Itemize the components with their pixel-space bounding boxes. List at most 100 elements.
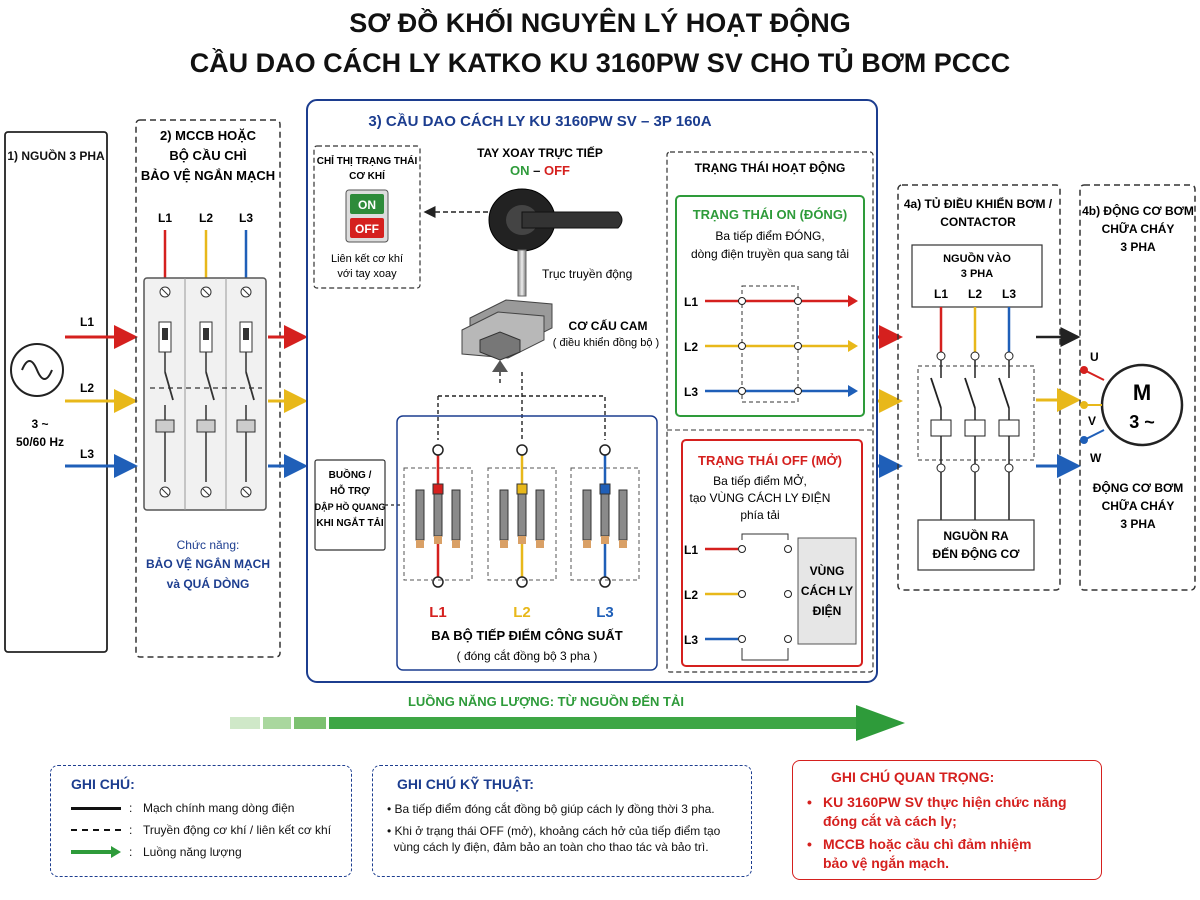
motor-title-1: 4b) ĐỘNG CƠ BƠM (1082, 203, 1194, 218)
state-off-desc-2: tạo VÙNG CÁCH LY ĐIỆN (690, 490, 831, 505)
state-off-title: TRẠNG THÁI OFF (MỞ) (698, 453, 842, 468)
indicator-off (350, 218, 384, 238)
terminal-v: V (1088, 414, 1096, 428)
motor-icon (1100, 363, 1184, 447)
mccb-pole-1 (155, 286, 175, 498)
mccb-title-1: 2) MCCB HOẶC (160, 128, 257, 143)
state-on-title: TRẠNG THÁI ON (ĐÓNG) (693, 207, 848, 222)
contactor-l3: L3 (1002, 287, 1016, 301)
indicator-note-2: với tay xoay (337, 268, 397, 280)
motor-m: M (1133, 380, 1151, 405)
mccb-l2: L2 (199, 211, 213, 225)
motor-caption-1: ĐỘNG CƠ BƠM (1093, 480, 1183, 495)
indicator-title-1: CHỈ THỊ TRẠNG THÁI (317, 154, 418, 167)
source-block: 1) NGUỒN 3 PHA 3 ~ 50/60 Hz (4, 131, 108, 653)
cam-label: CƠ CẤU CAM (569, 318, 648, 333)
states-title: TRẠNG THÁI HOẠT ĐỘNG (695, 160, 846, 175)
contactor-title-1: 4a) TỦ ĐIỀU KHIỂN BƠM / (904, 196, 1053, 211)
mccb-title-3: BẢO VỆ NGẮN MẠCH (141, 168, 275, 183)
energy-arrow (230, 705, 905, 741)
mccb-device (143, 277, 267, 511)
zone-2: CÁCH LY (801, 583, 853, 598)
important-title: GHI CHÚ QUAN TRỌNG: (831, 769, 995, 785)
motor-m-sub: 3 ~ (1129, 412, 1155, 432)
mccb-func-label: Chức năng: (177, 538, 240, 552)
mccb-pole-2 (196, 286, 216, 498)
contactor-pole-1 (930, 351, 952, 473)
state-off-desc-3: phía tải (740, 508, 779, 522)
phase-label-l1-in: L1 (80, 315, 94, 329)
legend-title: GHI CHÚ: (71, 776, 135, 792)
contactor-in-2: 3 PHA (961, 268, 993, 280)
contactor-out-2: ĐẾN ĐỘNG CƠ (933, 546, 1021, 561)
contact-label-l1: L1 (429, 604, 447, 621)
energy-label: LUỒNG NĂNG LƯỢNG: TỪ NGUỒN ĐẾN TẢI (408, 694, 684, 709)
phase-label-l3-in: L3 (80, 447, 94, 461)
tech-title: GHI CHÚ KỸ THUẬT: (397, 776, 534, 792)
tech-item-1: • Ba tiếp điểm đóng cắt đồng bộ giúp các… (387, 802, 715, 816)
tech-notes-panel: GHI CHÚ KỸ THUẬT: • Ba tiếp điểm đóng cắ… (372, 765, 752, 877)
svg-text:L3: L3 (684, 633, 698, 647)
mccb-block: 2) MCCB HOẶC BỘ CẦU CHÌ BẢO VỆ NGẮN MẠCH… (135, 119, 281, 658)
svg-text:L2: L2 (684, 588, 698, 602)
terminal-w: W (1090, 451, 1102, 465)
on-line-1: L1 (684, 295, 858, 309)
legend-dashed-text: Truyền động cơ khí / liên kết cơ khí (143, 823, 332, 837)
legend-solid-text: Mạch chính mang dòng điện (143, 801, 295, 815)
contactor-l1: L1 (934, 287, 948, 301)
contactor-title-2: CONTACTOR (940, 215, 1016, 229)
legend-row-dashed: : Truyền động cơ khí / liên kết cơ khí (71, 823, 331, 837)
isolation-zone (797, 537, 857, 645)
svg-text:L3: L3 (684, 385, 698, 399)
contacts-title: BA BỘ TIẾP ĐIỂM CÔNG SUẤT (431, 628, 622, 643)
power-contact-3 (570, 444, 640, 588)
switch-block: 3) CẦU DAO CÁCH LY KU 3160PW SV – 3P 160… (306, 99, 878, 683)
motor-caption-2: CHỮA CHÁY (1102, 498, 1175, 513)
cam-sub: ( điều khiển đồng bộ ) (553, 337, 659, 349)
state-off-desc-1: Ba tiếp điểm MỞ, (713, 473, 807, 488)
contactor-in-1: NGUỒN VÀO (943, 252, 1011, 265)
mccb-func-1: BẢO VỆ NGẮN MẠCH (146, 556, 270, 571)
off-line-3: L3 (684, 633, 792, 647)
mccb-func-2: và QUÁ DÒNG (167, 576, 250, 591)
motor-title-2: CHỮA CHÁY (1102, 221, 1175, 236)
indicator-on (350, 194, 384, 214)
contactor-pole-3 (998, 351, 1020, 473)
zone-1: VÙNG (810, 563, 845, 578)
state-on-desc-1: Ba tiếp điểm ĐÓNG, (715, 228, 824, 243)
mccb-title-2: BỘ CẦU CHÌ (169, 148, 246, 163)
contactor-block: 4a) TỦ ĐIỀU KHIỂN BƠM / CONTACTOR NGUỒN … (897, 184, 1061, 591)
svg-text:L1: L1 (684, 543, 698, 557)
indicator-on-text: ON (358, 198, 376, 212)
important-notes-panel: GHI CHÚ QUAN TRỌNG: •KU 3160PW SV thực h… (792, 760, 1102, 880)
power-contact-1 (403, 444, 473, 588)
shaft-label: Trục truyền động (542, 267, 632, 281)
mccb-l3: L3 (239, 211, 253, 225)
on-line-3: L3 (684, 385, 858, 399)
source-voltage: 3 ~ (31, 417, 48, 431)
on-line-2: L2 (684, 340, 858, 354)
source-freq: 50/60 Hz (16, 435, 64, 449)
title-line1: SƠ ĐỒ KHỐI NGUYÊN LÝ HOẠT ĐỘNG (349, 6, 851, 38)
mccb-pole-3 (236, 286, 256, 498)
phase-label-l2-in: L2 (80, 381, 94, 395)
source-label: 1) NGUỒN 3 PHA (7, 148, 105, 163)
svg-text:L2: L2 (684, 340, 698, 354)
contactor-out-1: NGUỒN RA (943, 528, 1009, 543)
contactor-pole-2 (964, 351, 986, 473)
motor-title-3: 3 PHA (1120, 240, 1156, 254)
terminal-u: U (1090, 350, 1099, 364)
title-line2: CẦU DAO CÁCH LY KATKO KU 3160PW SV CHO T… (190, 46, 1011, 78)
arc-4: KHI NGẮT TẢI (316, 516, 383, 529)
arc-2: HỖ TRỢ (330, 484, 370, 497)
mccb-l1: L1 (158, 211, 172, 225)
contact-label-l3: L3 (596, 604, 614, 621)
cam-mechanism-icon (461, 299, 553, 372)
legend-row-solid: : Mạch chính mang dòng điện (71, 801, 294, 815)
legend-energy-text: Luồng năng lượng (143, 845, 242, 859)
svg-text:L1: L1 (684, 295, 698, 309)
arc-1: BUỒNG / (329, 468, 372, 481)
off-line-1: L1 (684, 543, 792, 557)
